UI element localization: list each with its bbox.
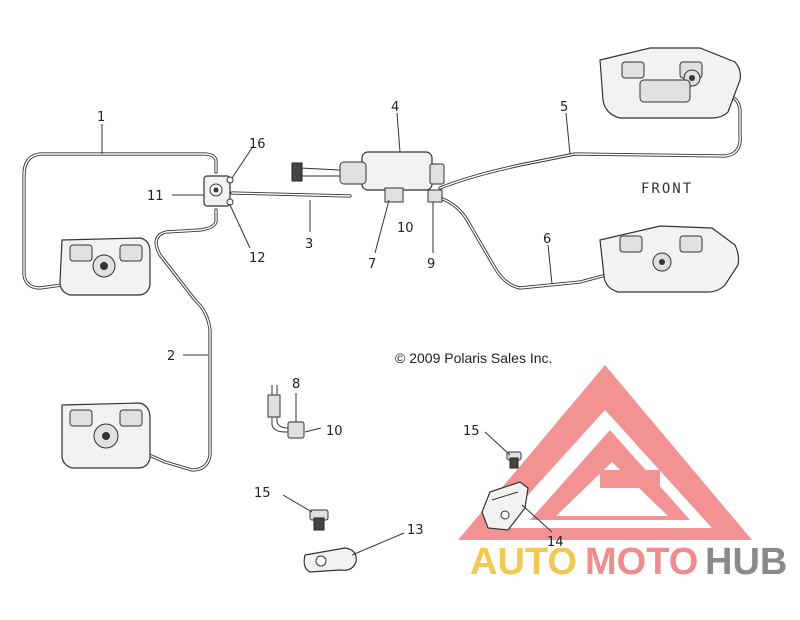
callout-5: 5	[560, 100, 568, 115]
callout-15-left: 15	[254, 486, 271, 501]
callout-8: 8	[292, 377, 300, 392]
callout-2: 2	[167, 349, 175, 364]
callout-10-top: 10	[397, 221, 414, 236]
hose-clamp	[303, 547, 357, 573]
brake-light-switch	[267, 385, 305, 439]
callout-6: 6	[543, 232, 551, 247]
callout-14: 14	[547, 535, 564, 550]
bolt-right	[506, 451, 522, 469]
callout-9: 9	[427, 257, 435, 272]
caliper-right-lower	[599, 225, 740, 293]
copyright-notice: © 2009 Polaris Sales Inc.	[395, 350, 552, 366]
watermark-auto: AUTO	[470, 541, 577, 583]
watermark-logo	[458, 365, 752, 540]
callout-1: 1	[97, 110, 105, 125]
callout-7: 7	[368, 257, 376, 272]
callout-11: 11	[147, 189, 164, 204]
watermark-text: AUTO MOTO HUB	[470, 541, 787, 583]
callout-15-right: 15	[463, 424, 480, 439]
leader-lines	[101, 112, 571, 556]
callout-10-switch: 10	[326, 424, 343, 439]
watermark-hub: HUB	[705, 541, 787, 583]
callout-3: 3	[305, 237, 313, 252]
bolt-middle	[309, 509, 329, 531]
master-cylinder	[291, 151, 445, 203]
caliper-right-upper	[599, 47, 742, 119]
callout-4: 4	[391, 100, 399, 115]
callout-12: 12	[249, 251, 266, 266]
caliper-rear-left	[61, 402, 151, 469]
front-direction-label: FRONT	[641, 181, 693, 197]
callout-13: 13	[407, 523, 424, 538]
brake-tee-fitting	[203, 175, 234, 207]
watermark-moto: MOTO	[585, 541, 698, 583]
mounting-bracket	[481, 481, 529, 531]
callout-16: 16	[249, 137, 266, 152]
callout-numbers: 1 2 3 4 5 6 7 8 9 10 10 11 12 13 14 15 1…	[97, 100, 568, 550]
caliper-left-front	[59, 237, 151, 296]
brake-hoses	[22, 90, 742, 472]
